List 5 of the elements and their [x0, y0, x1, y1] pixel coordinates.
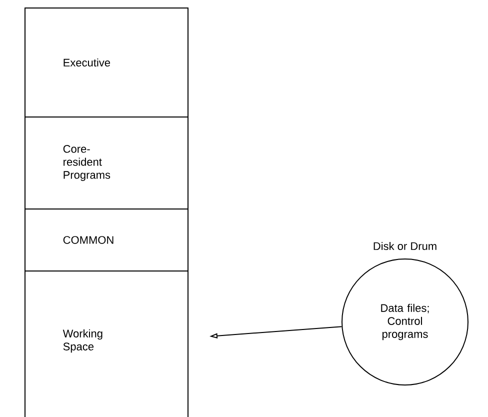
node-label: Disk or Drum [374, 242, 436, 250]
memory-segment: COMMON [24, 208, 188, 272]
memory-segment: Core-resident Programs [24, 116, 188, 210]
memory-segment: Working Space [24, 270, 188, 417]
memory-segment: Executive [24, 8, 188, 118]
